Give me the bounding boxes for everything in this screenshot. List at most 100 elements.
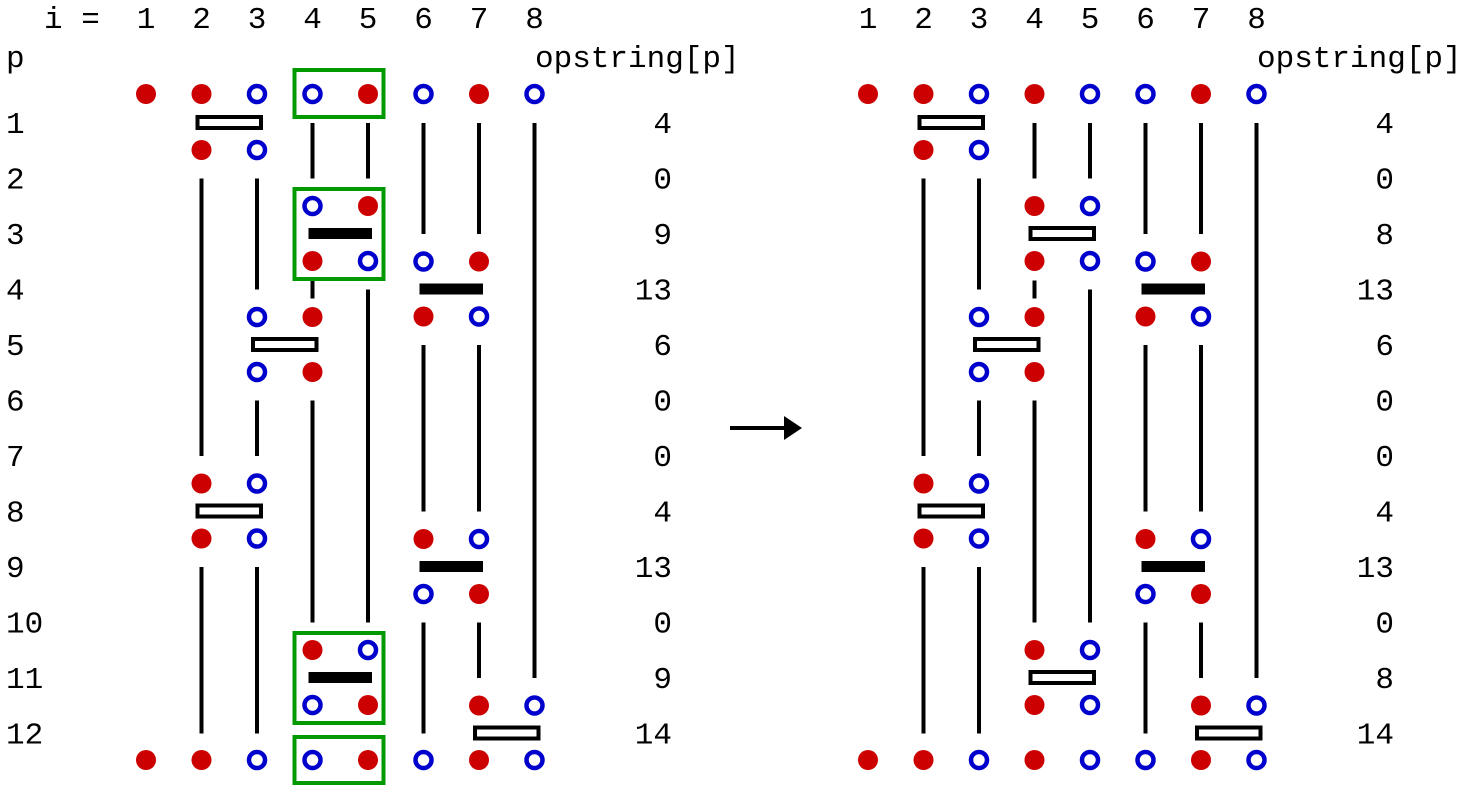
arrow-head <box>784 416 802 440</box>
filled-red-node <box>302 251 323 271</box>
filled-red-node <box>191 84 212 104</box>
opstring-value: 4 <box>1375 497 1394 532</box>
filled-red-node <box>358 196 378 216</box>
filled-red-node <box>1191 750 1211 770</box>
open-gate-bar <box>1028 226 1096 241</box>
highlight-box <box>292 187 386 281</box>
filled-red-node <box>1135 306 1156 327</box>
filled-red-node <box>469 84 489 104</box>
row-label-7: 7 <box>6 441 25 476</box>
filled-red-node <box>413 529 434 549</box>
filled-gate-bar <box>419 561 483 572</box>
i-label: i = <box>44 3 100 38</box>
open-blue-node <box>246 473 268 494</box>
filled-red-node <box>136 750 156 770</box>
open-blue-node <box>246 139 268 161</box>
filled-red-node <box>302 362 323 382</box>
filled-red-node <box>913 528 934 549</box>
column-index-6: 6 <box>1136 3 1155 38</box>
filled-red-node <box>191 473 212 494</box>
left-opstring-header: opstring[p] <box>535 42 740 77</box>
open-blue-node <box>357 250 379 272</box>
filled-red-node <box>469 584 489 604</box>
open-gate-bar <box>917 115 985 130</box>
filled-red-node <box>913 84 934 104</box>
filled-red-node <box>358 750 378 770</box>
opstring-value: 14 <box>635 719 672 754</box>
filled-red-node <box>913 750 934 770</box>
opstring-value: 9 <box>653 663 672 698</box>
open-blue-node <box>413 251 434 272</box>
open-blue-node <box>468 528 490 550</box>
filled-red-node <box>469 251 489 272</box>
column-index-3: 3 <box>970 3 989 38</box>
filled-gate-bar <box>419 283 483 295</box>
open-gate-bar <box>1195 725 1263 741</box>
open-blue-node <box>357 639 379 661</box>
highlight-box <box>292 68 386 119</box>
filled-red-node <box>1191 84 1211 104</box>
opstring-value: 6 <box>653 330 672 365</box>
filled-red-node <box>191 140 212 160</box>
filled-red-node <box>1024 362 1045 382</box>
open-blue-node <box>413 83 434 105</box>
opstring-value: 0 <box>653 386 672 421</box>
filled-gate-bar <box>308 672 372 683</box>
open-blue-node <box>1135 583 1156 605</box>
open-blue-node <box>468 306 490 327</box>
filled-red-node <box>469 750 489 770</box>
row-label-6: 6 <box>6 386 25 421</box>
highlight-box <box>292 631 386 725</box>
open-blue-node <box>968 83 990 105</box>
highlight-box <box>292 735 386 785</box>
row-label-11: 11 <box>6 663 43 698</box>
open-blue-node <box>524 83 545 105</box>
column-index-5: 5 <box>1081 3 1100 38</box>
filled-red-node <box>469 695 489 716</box>
filled-red-node <box>302 307 323 327</box>
open-gate-bar <box>195 503 263 519</box>
open-blue-node <box>968 749 990 771</box>
open-blue-node <box>1079 639 1101 661</box>
open-blue-node <box>1190 306 1212 327</box>
open-blue-node <box>413 583 434 605</box>
filled-gate-bar <box>1141 283 1205 295</box>
row-label-10: 10 <box>6 608 43 643</box>
row-label-8: 8 <box>6 497 25 532</box>
open-blue-node <box>1135 83 1156 105</box>
open-blue-node <box>302 749 323 771</box>
column-index-2: 2 <box>192 3 211 38</box>
opstring-value: 13 <box>635 275 672 310</box>
opstring-value: 0 <box>1375 386 1394 421</box>
column-index-1: 1 <box>137 3 156 38</box>
filled-red-node <box>1024 84 1045 104</box>
filled-red-node <box>1024 251 1045 271</box>
opstring-value: 0 <box>653 441 672 476</box>
open-blue-node <box>302 195 323 217</box>
open-gate-bar <box>251 337 319 352</box>
open-blue-node <box>968 473 990 494</box>
row-label-1: 1 <box>6 108 25 143</box>
filled-red-node <box>858 750 878 770</box>
filled-red-node <box>1024 640 1045 660</box>
opstring-value: 8 <box>1375 219 1394 254</box>
row-label-9: 9 <box>6 552 25 587</box>
filled-red-node <box>358 695 378 715</box>
filled-red-node <box>413 306 434 327</box>
filled-red-node <box>1024 695 1045 715</box>
open-blue-node <box>1135 251 1156 272</box>
filled-gate-bar <box>1141 561 1205 572</box>
opstring-value: 13 <box>635 552 672 587</box>
open-gate-bar <box>1028 670 1096 685</box>
p-label: p <box>6 42 25 77</box>
row-label-4: 4 <box>6 275 25 310</box>
open-blue-node <box>246 749 268 771</box>
filled-red-node <box>1191 251 1211 272</box>
filled-red-node <box>1191 695 1211 716</box>
opstring-value: 9 <box>653 219 672 254</box>
column-index-1: 1 <box>859 3 878 38</box>
filled-red-node <box>302 640 323 660</box>
open-blue-node <box>1246 695 1267 716</box>
